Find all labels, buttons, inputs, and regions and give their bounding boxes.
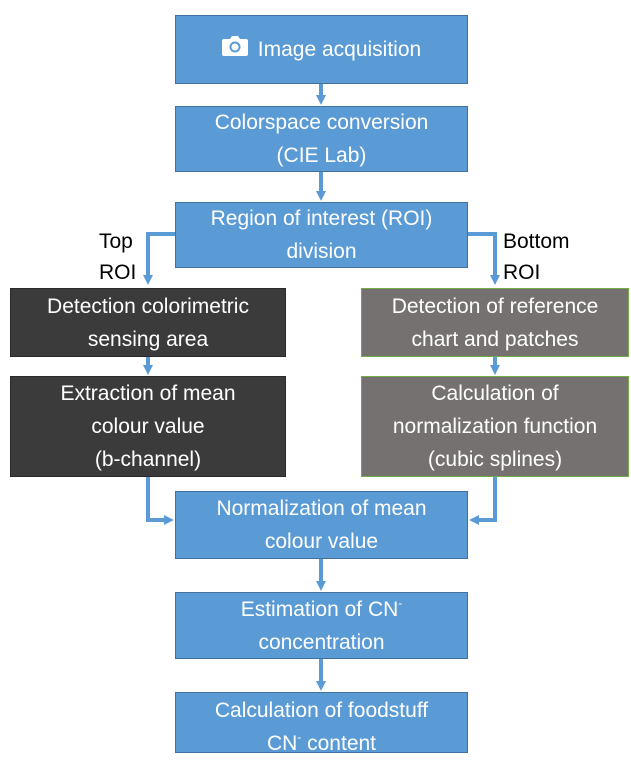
step-detection-reference-chart: Detection of reference chart and patches xyxy=(361,288,629,357)
step-label-line1: Region of interest (ROI) xyxy=(210,207,433,230)
step-label-line1: Estimation of CN- xyxy=(240,595,403,621)
step-label-line3: (b-channel) xyxy=(94,448,202,471)
step-label-line2: sensing area xyxy=(87,327,209,351)
step-label-line1: Calculation of foodstuff xyxy=(214,699,429,722)
step-label-line3: (cubic splines) xyxy=(427,448,563,471)
arrow-extraction-to-normalization xyxy=(146,477,174,525)
step-normalization-function: Calculation of normalization function (c… xyxy=(361,376,629,477)
arrow-function-to-normalization xyxy=(469,477,497,525)
arrow-roi-to-top-branch xyxy=(143,232,175,285)
step-label-line1: Normalization of mean xyxy=(216,497,427,520)
step-label-line2: colour value xyxy=(91,415,205,438)
top-roi-label: Top ROI xyxy=(99,230,137,284)
step-detection-sensing-area: Detection colorimetric sensing area xyxy=(10,288,286,357)
step-label-line1: Detection colorimetric xyxy=(47,294,249,318)
bottom-roi-label: Bottom ROI xyxy=(503,230,570,284)
step-label-line2: concentration xyxy=(258,630,385,654)
step-label-line1: Colorspace conversion xyxy=(214,111,429,134)
step-colorspace-conversion: Colorspace conversion (CIE Lab) xyxy=(175,106,468,172)
step-roi-division: Region of interest (ROI) division xyxy=(175,202,468,268)
step-normalization-mean-colour: Normalization of mean colour value xyxy=(175,491,468,559)
step-estimation-cn: Estimation of CN- concentration xyxy=(175,592,468,659)
step-label-line1: Extraction of mean xyxy=(60,382,236,405)
camera-icon xyxy=(221,33,248,66)
step-label-line1: Detection of reference xyxy=(391,294,599,318)
step-label-line2: (CIE Lab) xyxy=(276,144,367,167)
arrow-roi-to-bottom-branch xyxy=(468,232,500,285)
step-label-line2: CN- content xyxy=(266,730,377,755)
step-label-line2: colour value xyxy=(264,530,379,553)
step-label-line1: Calculation of xyxy=(431,382,559,405)
step-label-line2: chart and patches xyxy=(411,327,579,351)
step-extraction-mean-colour: Extraction of mean colour value (b-chann… xyxy=(10,376,286,477)
step-label: Image acquisition xyxy=(257,38,422,61)
step-label-line2: normalization function xyxy=(392,415,598,438)
step-image-acquisition: Image acquisition xyxy=(175,15,468,84)
step-foodstuff-cn: Calculation of foodstuff CN- content xyxy=(175,692,468,755)
step-label-line2: division xyxy=(286,240,357,263)
